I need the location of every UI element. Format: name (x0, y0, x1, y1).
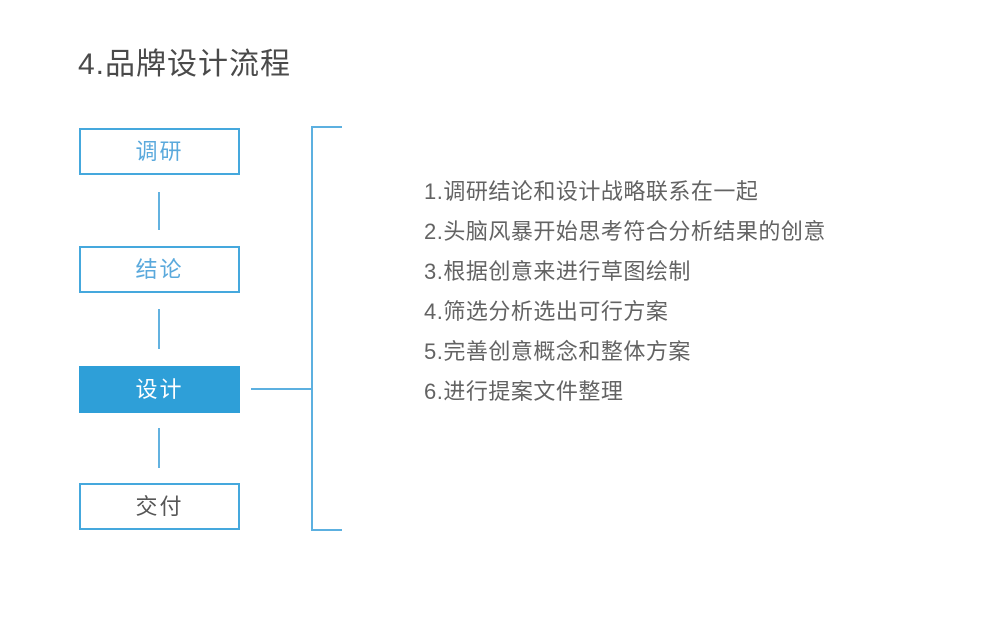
bracket-link-line (251, 388, 313, 390)
detail-step-list: 1.调研结论和设计战略联系在一起 2.头脑风暴开始思考符合分析结果的创意 3.根… (424, 172, 944, 412)
list-item: 5.完善创意概念和整体方案 (424, 339, 691, 364)
list-item: 2.头脑风暴开始思考符合分析结果的创意 (424, 219, 826, 244)
page-title: 4.品牌设计流程 (78, 48, 292, 81)
flow-step-delivery[interactable]: 交付 (79, 483, 240, 530)
list-item: 4.筛选分析选出可行方案 (424, 299, 669, 324)
flow-step-design[interactable]: 设计 (79, 366, 240, 413)
flow-step-label: 交付 (135, 493, 184, 519)
flow-step-research[interactable]: 调研 (79, 128, 240, 175)
list-item: 6.进行提案文件整理 (424, 379, 624, 404)
flow-connector-research-conclusion (158, 192, 160, 230)
bracket-top-arm (311, 126, 342, 128)
bracket-spine (311, 126, 313, 531)
flow-step-label: 设计 (135, 376, 184, 402)
bracket-bottom-arm (311, 529, 342, 531)
flow-connector-conclusion-design (158, 309, 160, 349)
flow-step-conclusion[interactable]: 结论 (79, 246, 240, 293)
flow-step-label: 结论 (135, 256, 184, 282)
detail-bracket (311, 126, 342, 531)
flow-step-label: 调研 (135, 138, 184, 164)
flow-connector-design-delivery (158, 428, 160, 468)
list-item: 1.调研结论和设计战略联系在一起 (424, 179, 759, 204)
list-item: 3.根据创意来进行草图绘制 (424, 259, 691, 284)
